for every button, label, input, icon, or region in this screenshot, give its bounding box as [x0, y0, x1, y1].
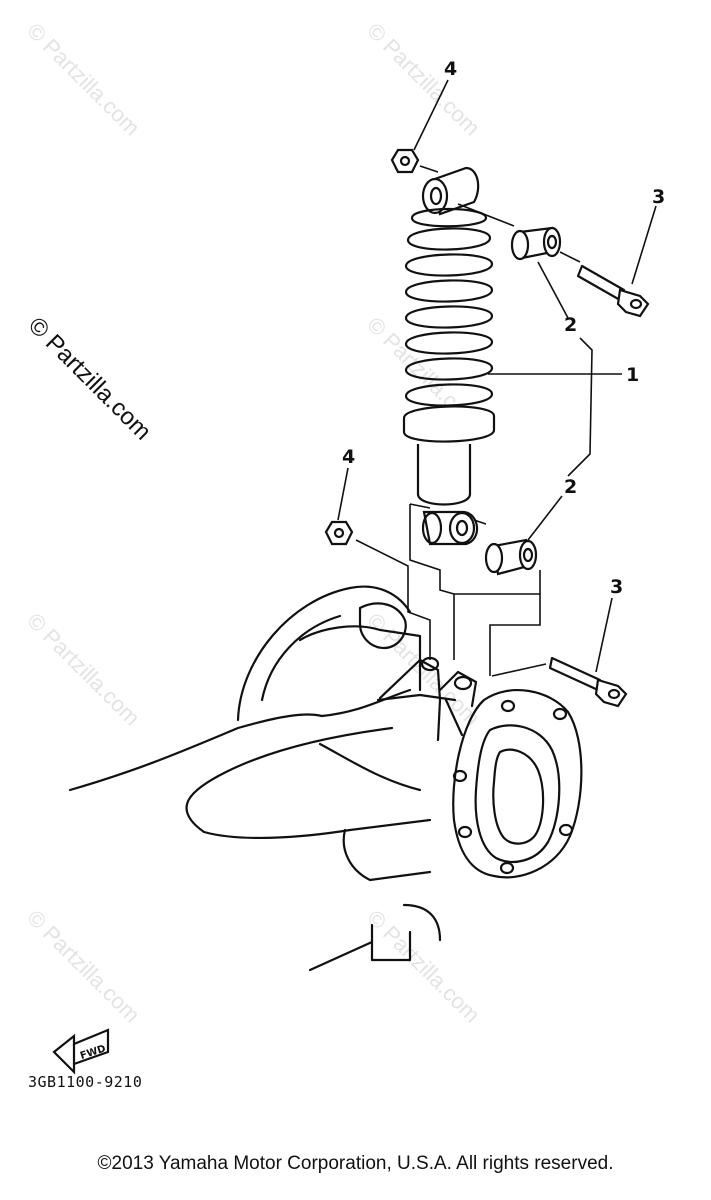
- shock-absorber: [402, 166, 496, 546]
- callout-damper: 1: [626, 364, 640, 386]
- callout-bush-lower: 2: [564, 476, 578, 498]
- callout-bolt-lower: 3: [610, 576, 624, 598]
- lower-hardware: [324, 503, 628, 708]
- callout-nut-upper: 4: [444, 58, 458, 80]
- fwd-arrow-icon: [52, 1028, 110, 1075]
- wheel-hub: [452, 689, 583, 879]
- callout-nut-lower: 4: [342, 446, 356, 468]
- callout-bush-upper: 2: [564, 314, 578, 336]
- diagram-part-code: 3GB1100-9210: [28, 1073, 143, 1091]
- axle-housing: [68, 585, 478, 972]
- leader-lines: [337, 79, 657, 673]
- upper-hardware: [390, 148, 650, 318]
- callout-bolt-upper: 3: [652, 186, 666, 208]
- copyright-notice: ©2013 Yamaha Motor Corporation, U.S.A. A…: [97, 1153, 614, 1174]
